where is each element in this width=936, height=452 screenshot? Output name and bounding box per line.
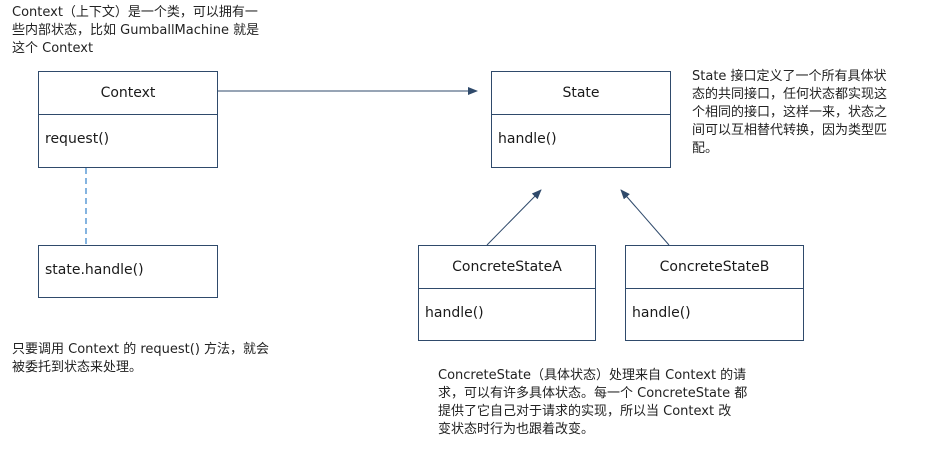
concrete-state-a-handle-method: handle() — [425, 305, 484, 321]
state-handle-method: handle() — [498, 131, 557, 147]
concrete-state-note: ConcreteState（具体状态）处理来自 Context 的请 求，可以有… — [438, 368, 748, 437]
context-class-box: Context request() — [38, 71, 218, 168]
concrete-state-b-box: ConcreteStateB handle() — [625, 245, 804, 341]
context-note: Context（上下文）是一个类，可以拥有一 些内部状态，比如 GumballM… — [12, 5, 260, 56]
context-request-method: request() — [45, 131, 110, 147]
state-handle-text: state.handle() — [45, 262, 144, 278]
state-class-box: State handle() — [491, 71, 671, 168]
state-handle-box: state.handle() — [38, 245, 218, 298]
concrete-state-b-handle-method: handle() — [632, 305, 691, 321]
concrete-state-a-name: ConcreteStateA — [419, 246, 595, 289]
concrete-a-to-state-arrow — [486, 189, 542, 246]
context-class-name: Context — [39, 72, 217, 115]
concrete-state-b-name: ConcreteStateB — [626, 246, 803, 289]
request-note: 只要调用 Context 的 request() 方法，就会 被委托到状态来处理… — [12, 342, 270, 375]
state-note: State 接口定义了一个所有具体状 态的共同接口，任何状态都实现这 个相同的接… — [692, 69, 888, 156]
concrete-b-to-state-arrow — [620, 189, 670, 246]
state-class-name: State — [492, 72, 670, 115]
concrete-state-a-box: ConcreteStateA handle() — [418, 245, 596, 341]
